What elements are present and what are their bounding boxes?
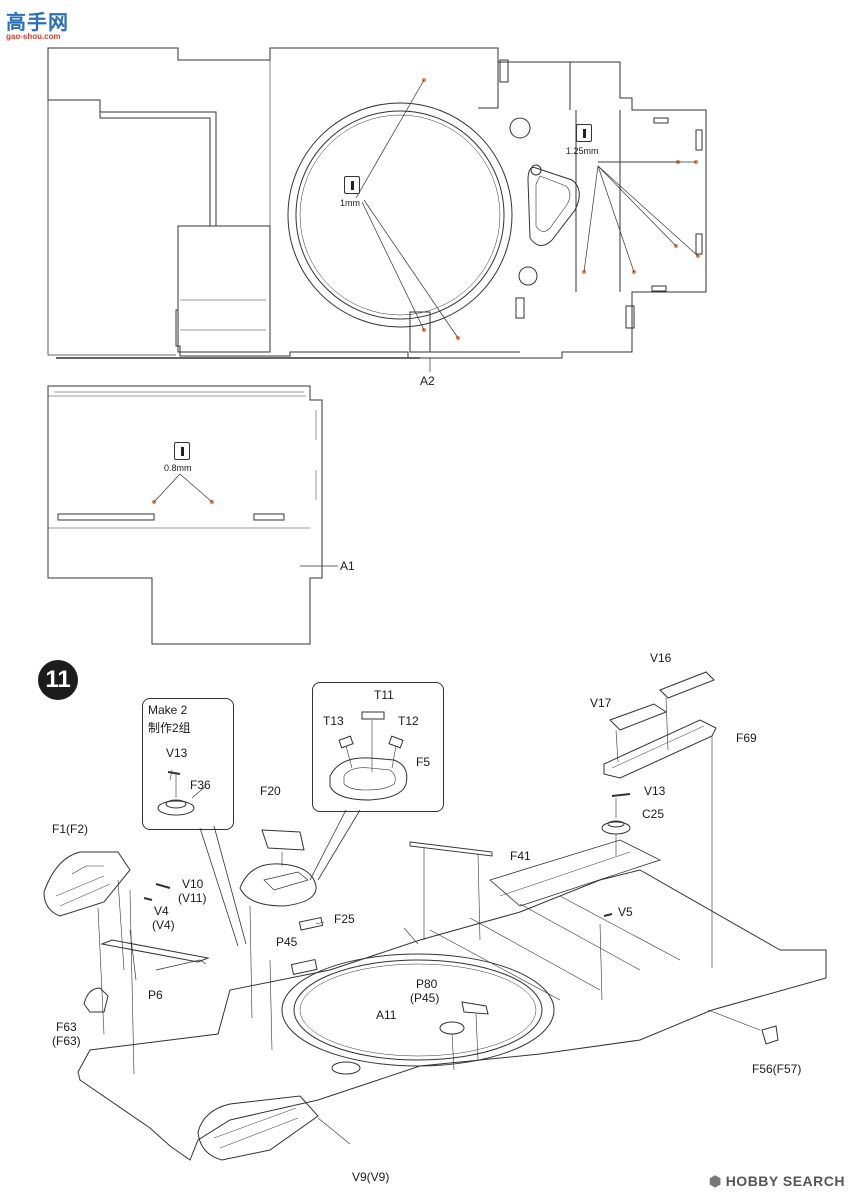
part-label-v17: V17 xyxy=(590,696,612,710)
drill-bit-icon xyxy=(174,442,190,460)
site-logo-domain: gao-shou.com xyxy=(6,32,61,41)
part-label-f56-f57: F56(F57) xyxy=(752,1062,802,1076)
drill-size-0-8mm: 0.8mm xyxy=(164,463,192,473)
part-label-v4-alt: (V4) xyxy=(152,918,175,932)
drill-size-1-25mm: 1.25mm xyxy=(566,146,599,156)
hobby-search-icon: ⬢ xyxy=(708,1173,722,1189)
part-label-f69: F69 xyxy=(736,731,757,745)
part-label-t13: T13 xyxy=(323,714,344,728)
part-label-f36: F36 xyxy=(190,778,211,792)
drill-size-1mm: 1mm xyxy=(340,198,360,208)
hobby-search-text: HOBBY SEARCH xyxy=(725,1173,845,1189)
part-label-f20: F20 xyxy=(260,784,281,798)
part-label-f25: F25 xyxy=(334,912,355,926)
site-logo: 高手网 gao-shou.com xyxy=(6,6,69,41)
drill-bit-icon xyxy=(344,176,360,194)
hobby-search-logo: ⬢HOBBY SEARCH xyxy=(709,1173,845,1190)
part-label-f63: F63 xyxy=(56,1020,77,1034)
hull-panel-a1-drawing xyxy=(47,385,338,645)
part-label-a1: A1 xyxy=(340,559,355,573)
part-label-p45-alt: (P45) xyxy=(410,991,440,1005)
part-label-v13-b: V13 xyxy=(644,784,666,798)
part-label-p6: P6 xyxy=(148,988,163,1002)
part-label-f41: F41 xyxy=(510,849,531,863)
part-label-v4: V4 xyxy=(154,904,169,918)
part-label-v13: V13 xyxy=(166,746,188,760)
drill-bit-icon xyxy=(576,124,592,142)
part-label-f5: F5 xyxy=(416,755,431,769)
part-label-f63-alt: (F63) xyxy=(52,1034,81,1048)
make-2-label-cn: 制作2组 xyxy=(148,721,191,735)
site-logo-text: 高手网 xyxy=(6,12,69,34)
part-label-f1-f2: F1(F2) xyxy=(52,822,88,836)
hatch-detail-callout xyxy=(312,682,444,812)
part-label-v9: V9(V9) xyxy=(352,1170,390,1184)
part-label-v5: V5 xyxy=(618,905,633,919)
make-2-label: Make 2 xyxy=(148,703,188,717)
part-label-v16: V16 xyxy=(650,651,672,665)
part-label-a2: A2 xyxy=(420,374,435,388)
step-number-badge: 11 xyxy=(38,660,78,700)
part-label-v11: (V11) xyxy=(178,891,207,905)
part-label-v10: V10 xyxy=(182,877,204,891)
part-label-p45: P45 xyxy=(276,935,298,949)
make-2-callout xyxy=(142,698,234,830)
part-label-a11: A11 xyxy=(376,1008,397,1022)
part-label-t12: T12 xyxy=(398,714,419,728)
part-label-p80: P80 xyxy=(416,977,438,991)
part-label-t11: T11 xyxy=(374,688,394,702)
part-label-c25: C25 xyxy=(642,807,665,821)
